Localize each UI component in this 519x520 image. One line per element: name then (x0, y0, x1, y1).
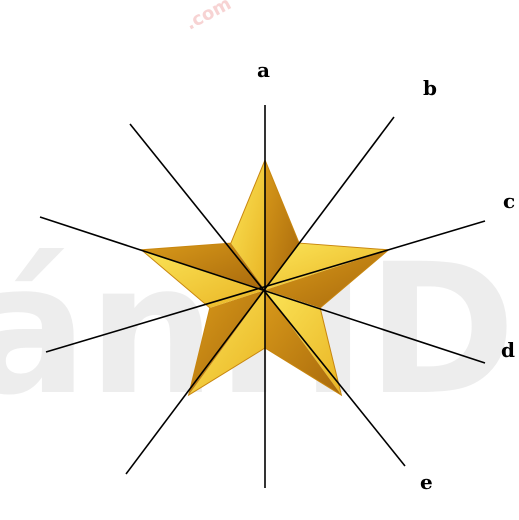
label-e: e (420, 470, 433, 494)
axis-line-b (125, 116, 395, 475)
axis-labels: a b c d e (257, 58, 515, 494)
star-facet-dark-3 (265, 290, 342, 396)
axis-line-e (129, 123, 406, 467)
label-b: b (423, 76, 437, 100)
star-facet-dark-5 (141, 243, 265, 290)
star (140, 158, 390, 397)
label-d: d (501, 338, 515, 362)
star-facet-dark-1 (265, 160, 300, 290)
star-facet-dark-2 (265, 249, 389, 308)
star-facet-light-2 (265, 243, 389, 290)
axis-line-c (45, 220, 486, 353)
star-facet-dark-4 (188, 290, 265, 396)
star-facet-light-1 (230, 160, 265, 290)
star-facet-light-5 (141, 249, 265, 308)
label-a: a (257, 58, 270, 82)
corner-watermark: .com (182, 0, 235, 35)
label-c: c (503, 189, 515, 213)
symmetry-lines (39, 105, 486, 488)
